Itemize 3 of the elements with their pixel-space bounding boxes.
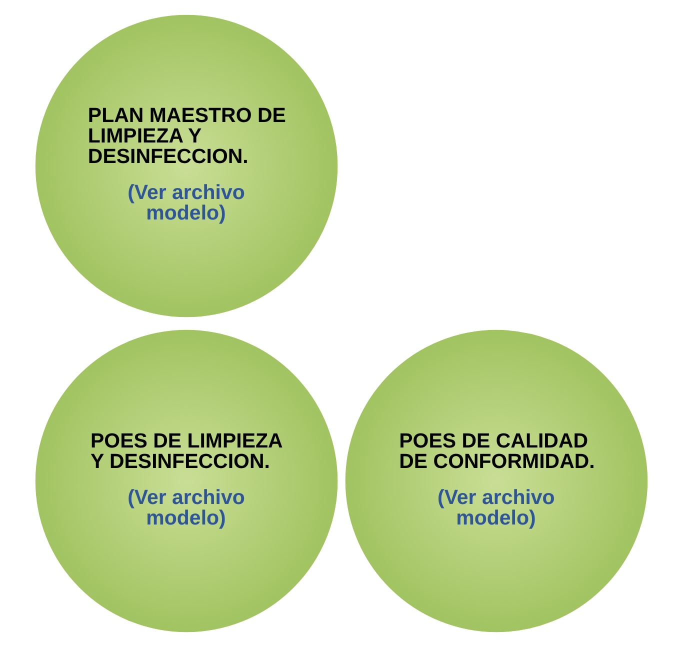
node-circle: POES DE LIMPIEZA Y DESINFECCION. (Ver archivo modelo) bbox=[32, 327, 340, 635]
node-circle: PLAN MAESTRO DE LIMPIEZA Y DESINFECCION. (Ver archivo modelo) bbox=[32, 12, 340, 320]
node-circle: POES DE CALIDAD DE CONFORMIDAD. (Ver archivo modelo) bbox=[342, 327, 650, 635]
